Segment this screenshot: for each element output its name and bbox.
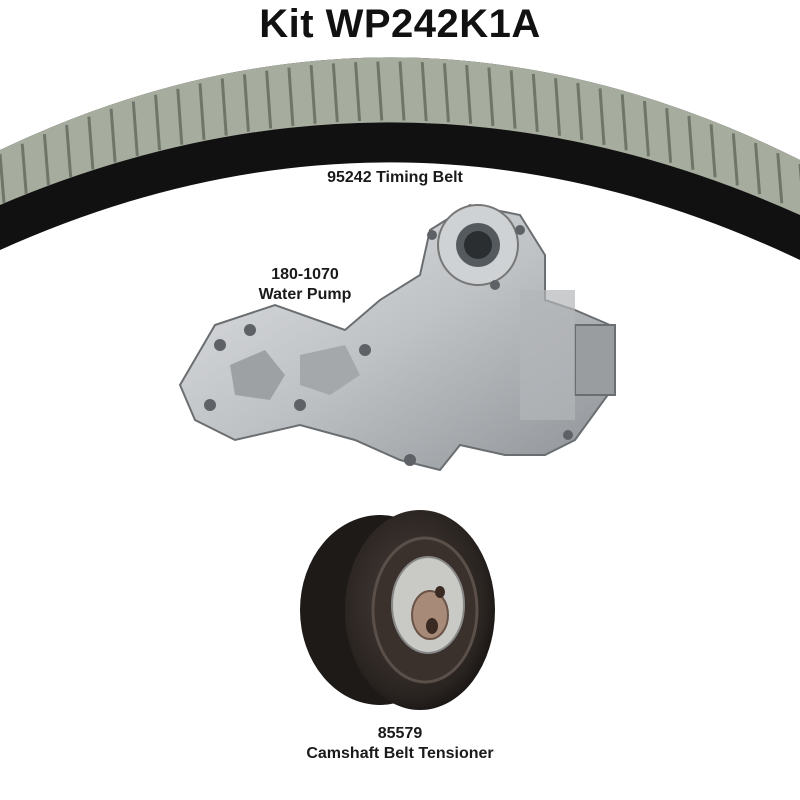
belt-tooth (331, 63, 339, 123)
timing-belt-name: Timing Belt (376, 169, 463, 186)
belt-tooth (709, 124, 717, 178)
belt-tooth (420, 61, 428, 122)
belt-tooth (242, 74, 250, 132)
water-pump-name: Water Pump (258, 286, 352, 303)
tensioner-number: 85579 (377, 725, 423, 742)
timing-belt-number: 95242 (327, 169, 372, 186)
belt-tooth (265, 70, 273, 129)
belt-tooth (131, 101, 139, 157)
belt-tooth (20, 143, 28, 194)
belt-tooth (154, 94, 162, 151)
belt-tooth (554, 78, 562, 136)
tensioner-name: Camshaft Belt Tensioner (306, 745, 494, 762)
belt-tooth (487, 67, 495, 127)
belt-tooth (42, 133, 50, 186)
kit-title: Kit WP242K1A (259, 2, 541, 46)
belt-tooth (398, 61, 406, 121)
belt-tooth (731, 133, 739, 186)
belt-tooth (687, 115, 695, 170)
water-pump-number: 180-1070 (271, 266, 339, 283)
timing-belt-label: 95242 Timing Belt (290, 168, 500, 188)
belt-tooth (109, 108, 117, 163)
belt-tooth (87, 116, 95, 170)
belt-tooth (576, 82, 584, 141)
belt-tooth (665, 108, 673, 163)
belt-tooth (531, 73, 539, 132)
belt-tooth (509, 70, 517, 129)
belt-tooth (354, 62, 362, 122)
belt-tooth (0, 153, 6, 204)
belt-tooth (642, 100, 650, 157)
belt-tooth (776, 153, 784, 204)
timing-belt-image (0, 57, 800, 260)
tensioner-label: 85579 Camshaft Belt Tensioner (240, 724, 560, 764)
belt-tooth (309, 65, 317, 124)
belt-tooth (442, 63, 450, 123)
water-pump-image (178, 203, 617, 472)
tensioner-image (300, 510, 495, 710)
timing-belt-text: 95242 Timing Belt (290, 168, 500, 188)
belt-tooth (65, 124, 73, 178)
belt-tooth (198, 83, 206, 140)
belt-tooth (376, 61, 384, 121)
belt-tooth (176, 88, 184, 145)
belt-tooth (287, 67, 295, 126)
water-pump-label: 180-1070 Water Pump (230, 265, 380, 305)
belt-tooth (620, 94, 628, 151)
belt-tooth (598, 88, 606, 145)
belt-tooth (220, 78, 228, 136)
belt-tooth (754, 142, 762, 195)
belt-tooth (465, 64, 473, 124)
